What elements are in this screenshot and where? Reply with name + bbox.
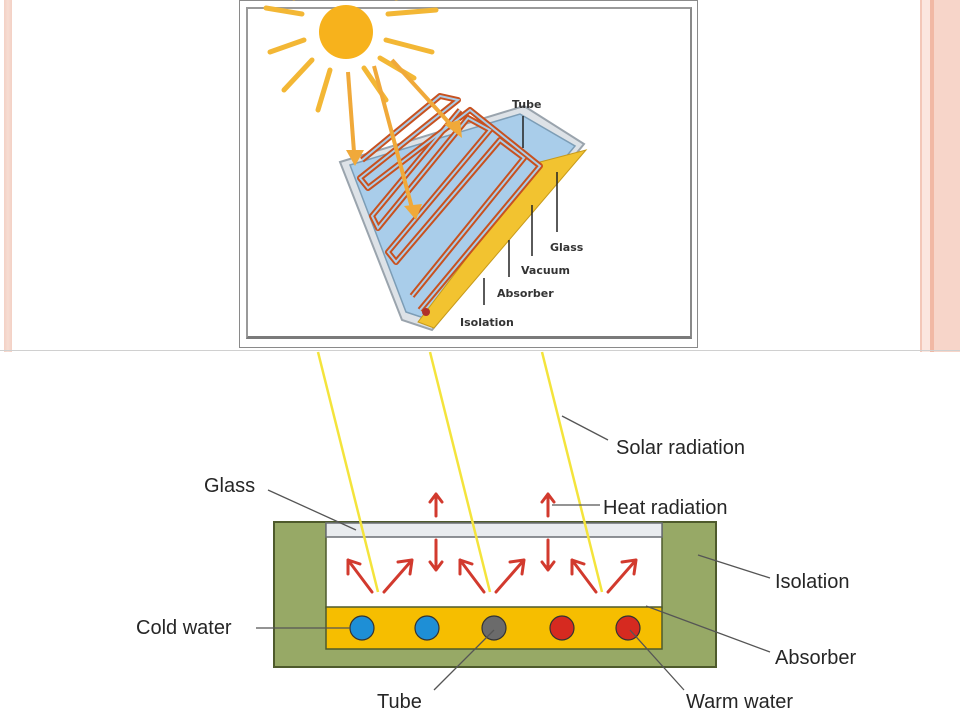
incoming-sunrays [346,58,454,209]
warm-water-label: Warm water [686,691,793,713]
isolation-label-top: Isolation [460,316,514,329]
absorber-label: Absorber [775,647,856,669]
decorative-left-stripe [4,0,12,352]
sunray-arrowheads [346,120,462,220]
water-tube-1 [349,615,375,641]
glass-pane [325,522,663,538]
absorber-label-top: Absorber [497,287,554,300]
solar-rays [316,351,604,593]
water-tube-2 [414,615,440,641]
heat-arrows [346,492,638,594]
vacuum-label-top: Vacuum [521,264,570,277]
water-tube-3 [481,615,507,641]
heat-radiation-label: Heat radiation [603,497,728,519]
glass-label: Glass [204,475,255,497]
collector-panel [338,93,588,332]
bottom-callout-lines [256,415,771,691]
top-callout-lines [483,116,558,305]
solar-radiation-label: Solar radiation [616,437,745,459]
cold-water-label: Cold water [136,617,232,639]
cross-section-panel [0,350,960,721]
air-gap [325,523,663,609]
decorative-right-stripes [918,0,960,352]
illustration-inner-frame [246,7,692,339]
collector-illustration-svg: Tube Glass Vacuum Absorber Isolation [263,0,588,332]
water-tube-4 [549,615,575,641]
tube-label: Tube [377,691,422,713]
glass-label-top: Glass [550,241,584,254]
sun-icon [263,0,439,113]
isolation-label: Isolation [775,571,850,593]
tube-label-top: Tube [512,98,541,111]
